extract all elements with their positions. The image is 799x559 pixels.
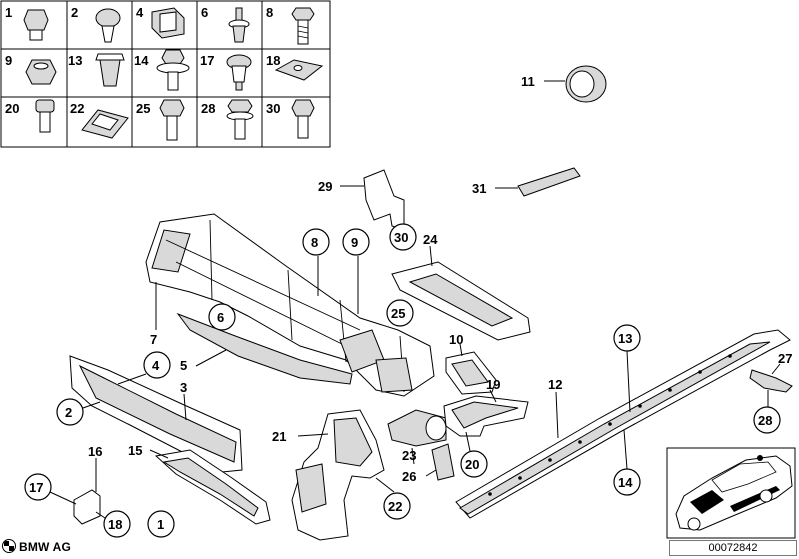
callout-14: 14: [618, 475, 633, 490]
spring-nut-icon: [274, 59, 324, 81]
hex-nut-icon: [25, 59, 57, 85]
callout-26: 26: [402, 469, 416, 484]
lower-rail-part: 15: [128, 443, 271, 525]
plastic-nut-icon: [95, 53, 125, 87]
grid-label: 9: [5, 53, 12, 68]
fastener-grid: 1 2 4 6 8 9: [0, 0, 331, 148]
callout-11: 11: [521, 74, 535, 89]
callout-18: 18: [108, 517, 122, 532]
bmw-logo-icon: [2, 539, 16, 553]
callout-9: 9: [351, 235, 358, 250]
air-duct-part: 23: [387, 409, 447, 465]
collar-screw-icon: [156, 49, 190, 91]
socket-screw-icon: [35, 99, 55, 133]
callout-2: 2: [65, 405, 72, 420]
hex-bolt-icon: [159, 99, 185, 141]
side-bracket-part: 19 20: [443, 377, 529, 478]
grid-label: 30: [266, 101, 280, 116]
speed-clip-icon: [81, 109, 129, 139]
callout-25: 25: [391, 306, 405, 321]
callout-17: 17: [29, 480, 43, 495]
callout-15: 15: [128, 443, 142, 458]
seal-strip-part: 31: [472, 167, 581, 197]
callout-4: 4: [152, 358, 160, 373]
callout-30: 30: [394, 230, 408, 245]
callout-24: 24: [423, 232, 438, 247]
side-sill-part: 12 13 14: [455, 324, 791, 519]
hex-bolt-icon: [291, 99, 315, 139]
brand-mark: BMW AG: [2, 539, 71, 554]
callout-12: 12: [548, 377, 562, 392]
grommet-part: 11: [521, 65, 607, 103]
grid-label: 18: [266, 53, 280, 68]
callout-16: 16: [88, 444, 102, 459]
grid-label: 28: [201, 101, 215, 116]
push-rivet-icon: [95, 8, 121, 43]
car-location-inset: [666, 447, 796, 539]
brand-text: BMW AG: [19, 540, 72, 554]
grid-label: 25: [136, 101, 150, 116]
lower-crossmember-part: 4 3 2: [56, 351, 243, 473]
grid-label: 6: [201, 5, 208, 20]
expanding-nut-icon: [226, 54, 252, 91]
front-panel-part: 5: [176, 312, 353, 385]
cap-nut-icon: [23, 9, 49, 41]
grid-label: 17: [200, 53, 214, 68]
callout-10: 10: [449, 332, 463, 347]
callout-13: 13: [618, 331, 632, 346]
grid-label: 20: [5, 101, 19, 116]
grid-label: 2: [71, 5, 78, 20]
grid-label: 4: [136, 5, 144, 20]
clip-icon: [151, 7, 185, 39]
callout-19: 19: [486, 377, 500, 392]
crossmember-plate-part: 24 25: [386, 232, 531, 341]
small-bracket-part: 10: [445, 332, 497, 395]
callout-31: 31: [472, 181, 486, 196]
callout-20: 20: [465, 457, 479, 472]
callout-27: 27: [778, 351, 792, 366]
callout-6: 6: [217, 310, 224, 325]
callout-21: 21: [272, 429, 286, 444]
grid-label: 13: [68, 53, 82, 68]
grid-label: 22: [70, 101, 84, 116]
callout-8: 8: [311, 235, 318, 250]
expanding-rivet-icon: [228, 7, 250, 43]
corner-bracket-part: 16 17 18: [24, 444, 131, 538]
document-number: 00072842: [669, 540, 797, 556]
grid-label: 14: [134, 53, 149, 68]
arch-shield-part: 21: [272, 409, 385, 541]
mount-bracket-part: 29 30: [318, 169, 417, 251]
callout-5: 5: [180, 358, 187, 373]
callout-7: 7: [150, 332, 157, 347]
rear-bracket-part: 27 28: [749, 351, 793, 434]
callout-22: 22: [388, 499, 402, 514]
grid-label: 8: [266, 5, 273, 20]
callout-28: 28: [758, 413, 772, 428]
small-plate-part: 26: [402, 443, 455, 484]
callout-23: 23: [402, 448, 416, 463]
front-frame-part: 7 8 9 6: [145, 213, 435, 397]
hex-bolt-icon: [291, 7, 315, 45]
callout-3: 3: [180, 380, 187, 395]
hex-bolt-washer-icon: [226, 99, 254, 140]
callout-1: 1: [157, 517, 164, 532]
callout-29: 29: [318, 179, 332, 194]
grid-label: 1: [5, 5, 12, 20]
